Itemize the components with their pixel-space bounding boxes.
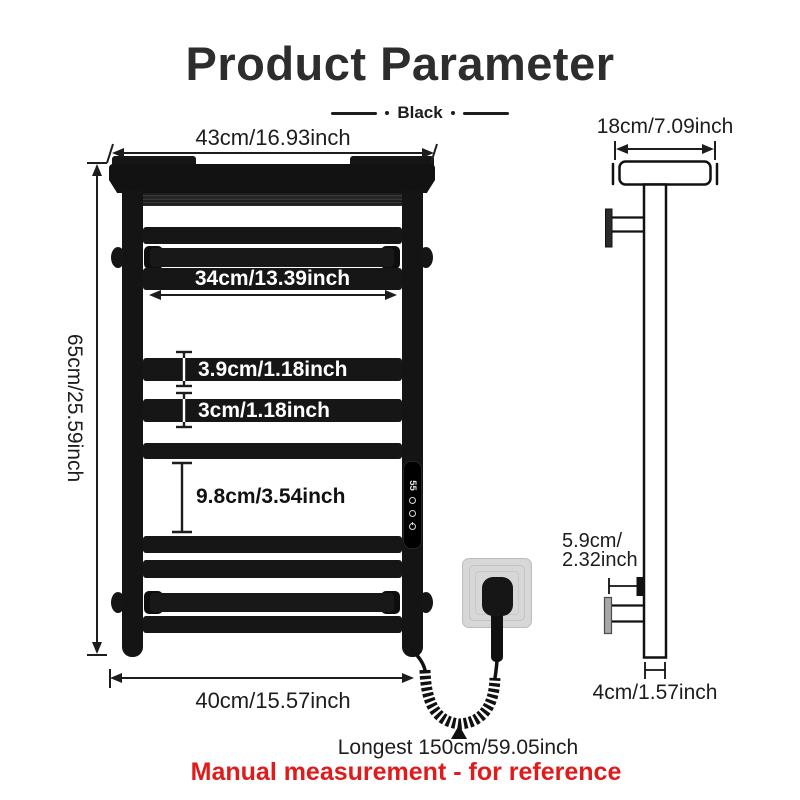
shelf-back-tab-right: [350, 156, 434, 167]
rail-left: [122, 190, 143, 657]
side-rail-outline: [642, 183, 668, 659]
side-top-depth-dimension: [614, 141, 716, 160]
power-plug-stem: [491, 610, 503, 662]
arrowhead: [92, 642, 102, 654]
shelf-back-tab-left: [112, 156, 196, 167]
side-bracket-upper-plate: [605, 208, 613, 248]
side-bracket-lower-arms: [612, 604, 644, 623]
rung-8: [143, 560, 402, 578]
rung-2: [150, 248, 394, 267]
rung-10: [143, 616, 402, 633]
cable-pointer-triangle: [451, 725, 467, 739]
variant-dot-left: [385, 111, 390, 115]
side-bracket-depth-line2: 2.32inch: [562, 549, 638, 571]
rung-6: [143, 443, 402, 459]
arrowhead: [112, 148, 124, 158]
shelf-slats: [140, 193, 404, 206]
power-icon: [409, 522, 416, 530]
rung-spacing-1-bracket-caps: [176, 350, 192, 388]
variant-label: Black: [397, 103, 443, 122]
variant-dot-right: [450, 111, 455, 115]
wall-mount-bump-upper-left: [111, 247, 125, 268]
measurement-footnote: Manual measurement - for reference: [190, 758, 622, 786]
side-bracket-upper-arms: [612, 216, 644, 233]
rung-spacing-2-label: 3cm/1.18inch: [198, 398, 330, 422]
page-title: Product Parameter: [185, 37, 615, 90]
rung-1: [143, 227, 402, 244]
side-bracket-depth-label: 5.9cm/ 2.32inch: [562, 530, 638, 571]
arrowhead: [385, 290, 397, 300]
control-panel: 55: [403, 461, 422, 549]
wall-mount-bump-upper-right: [419, 247, 433, 268]
side-top-depth-label: 18cm/7.09inch: [596, 115, 734, 138]
rung-spacing-3-bracket: [172, 461, 192, 534]
rung-3: 34cm/13.39inch: [143, 268, 402, 290]
arrowhead: [110, 673, 122, 683]
variant-divider-right: [462, 111, 509, 115]
cable-lead-from-rail: [410, 648, 427, 672]
timer-icon: [409, 497, 416, 504]
arrowhead: [616, 144, 628, 154]
rung-spacing-3-label: 9.8cm/3.54inch: [196, 485, 346, 508]
side-bracket-depth-tick: [636, 577, 643, 596]
wall-mount-bump-lower-left: [111, 592, 125, 613]
wall-mount-bump-lower-right: [419, 592, 433, 613]
variant-row: Black: [0, 103, 800, 123]
top-shelf: [109, 164, 435, 193]
front-bottom-width-dimension: [109, 669, 409, 688]
variant-divider-left: [331, 111, 378, 115]
side-bracket-lower-plate: [603, 596, 613, 635]
arrowhead: [702, 144, 714, 154]
arrowhead: [402, 673, 414, 683]
side-rail-depth-dimension: [644, 662, 666, 679]
cable-length-note: Longest 150cm/59.05inch: [337, 736, 579, 759]
front-top-width-dimension: [106, 143, 438, 164]
arrowhead: [92, 164, 102, 176]
rung-5: 3cm/1.18inch: [143, 399, 402, 422]
rung-spacing-1-label: 3.9cm/1.18inch: [198, 357, 348, 381]
side-bracket-depth-line1: 5.9cm/: [562, 530, 623, 552]
arrowhead: [149, 290, 161, 300]
front-bottom-width-label: 40cm/15.57inch: [195, 688, 351, 713]
front-top-width-label: 43cm/16.93inch: [195, 125, 351, 150]
side-bracket-depth-dimension: [608, 578, 640, 594]
side-rail-depth-label: 4cm/1.57inch: [592, 681, 718, 704]
cable-lead-to-plug: [493, 659, 499, 680]
side-shelf-outline: [618, 160, 712, 186]
heat-icon: [409, 510, 416, 517]
rung-4: 3.9cm/1.18inch: [143, 358, 402, 381]
inner-width-label: 34cm/13.39inch: [194, 267, 351, 290]
power-plug: [482, 577, 513, 616]
rung-spacing-2-bracket-caps: [176, 391, 192, 429]
rung-7: [143, 536, 402, 553]
coiled-cable: [419, 669, 501, 730]
arrowhead: [422, 148, 434, 158]
rung-9: [150, 593, 394, 612]
front-height-dimension: [87, 162, 107, 656]
